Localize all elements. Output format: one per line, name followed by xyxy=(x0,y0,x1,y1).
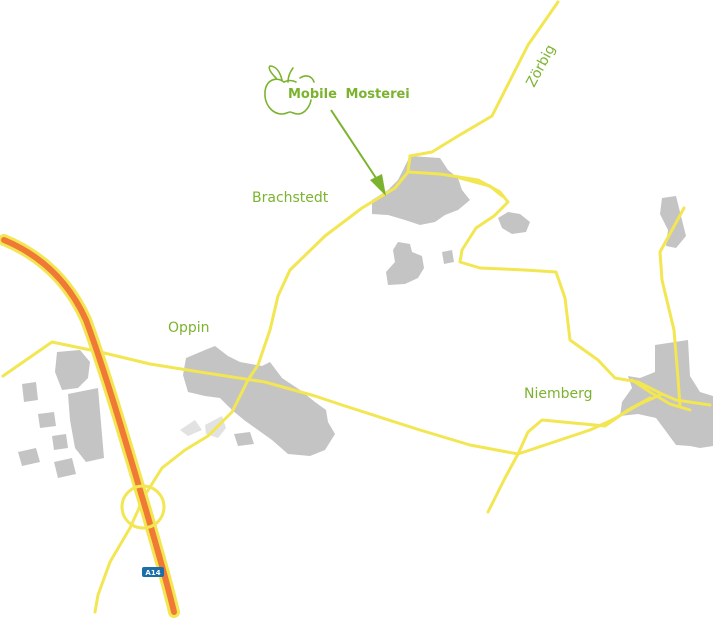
place-label-zoerbig: Zörbig xyxy=(523,42,559,90)
brand-name-first: Mobile xyxy=(288,87,337,102)
road-niemberg-south xyxy=(486,396,652,514)
settlement-west-7 xyxy=(54,458,76,478)
settlement-oppin-light-1 xyxy=(180,420,202,436)
settlement-northeast xyxy=(660,196,686,248)
place-label-brachstedt: Brachstedt xyxy=(252,190,329,206)
settlement-west-3 xyxy=(22,382,38,402)
motorway-line xyxy=(1,237,177,615)
place-label-niemberg: Niemberg xyxy=(524,386,593,402)
road-brachstedt-east xyxy=(458,176,504,198)
settlement-brachstedt-small xyxy=(442,250,454,264)
motorway-interchange xyxy=(120,484,166,530)
motorway-a14 xyxy=(0,234,180,618)
settlement-brachstedt xyxy=(372,156,470,225)
brand-logo: Mobile Mosterei xyxy=(264,65,410,115)
road-northeast xyxy=(658,206,686,408)
motorway-shield: A14 xyxy=(142,567,164,577)
settlements xyxy=(18,156,713,478)
settlement-oppin-small-1 xyxy=(234,432,254,446)
road-west-east xyxy=(1,340,664,456)
road-niemberg-inner xyxy=(630,378,692,412)
svg-text:Mobile Mosterei: Mobile Mosterei xyxy=(288,87,410,102)
settlement-east-small xyxy=(498,212,530,234)
settlement-brachstedt-south xyxy=(386,242,424,285)
settlement-oppin xyxy=(183,346,335,456)
apple-icon xyxy=(264,65,315,115)
settlement-niemberg xyxy=(620,340,713,448)
brand-name-second: Mosterei xyxy=(345,87,409,102)
settlement-west-2 xyxy=(68,388,104,462)
motorway-shield-label: A14 xyxy=(145,569,160,577)
settlement-west-5 xyxy=(52,434,68,450)
settlement-west-4 xyxy=(38,412,56,428)
place-label-oppin: Oppin xyxy=(168,320,210,336)
settlement-west-1 xyxy=(55,350,90,390)
road-zoerbig xyxy=(408,0,560,158)
location-arrow xyxy=(330,109,386,196)
settlement-west-6 xyxy=(18,448,40,466)
